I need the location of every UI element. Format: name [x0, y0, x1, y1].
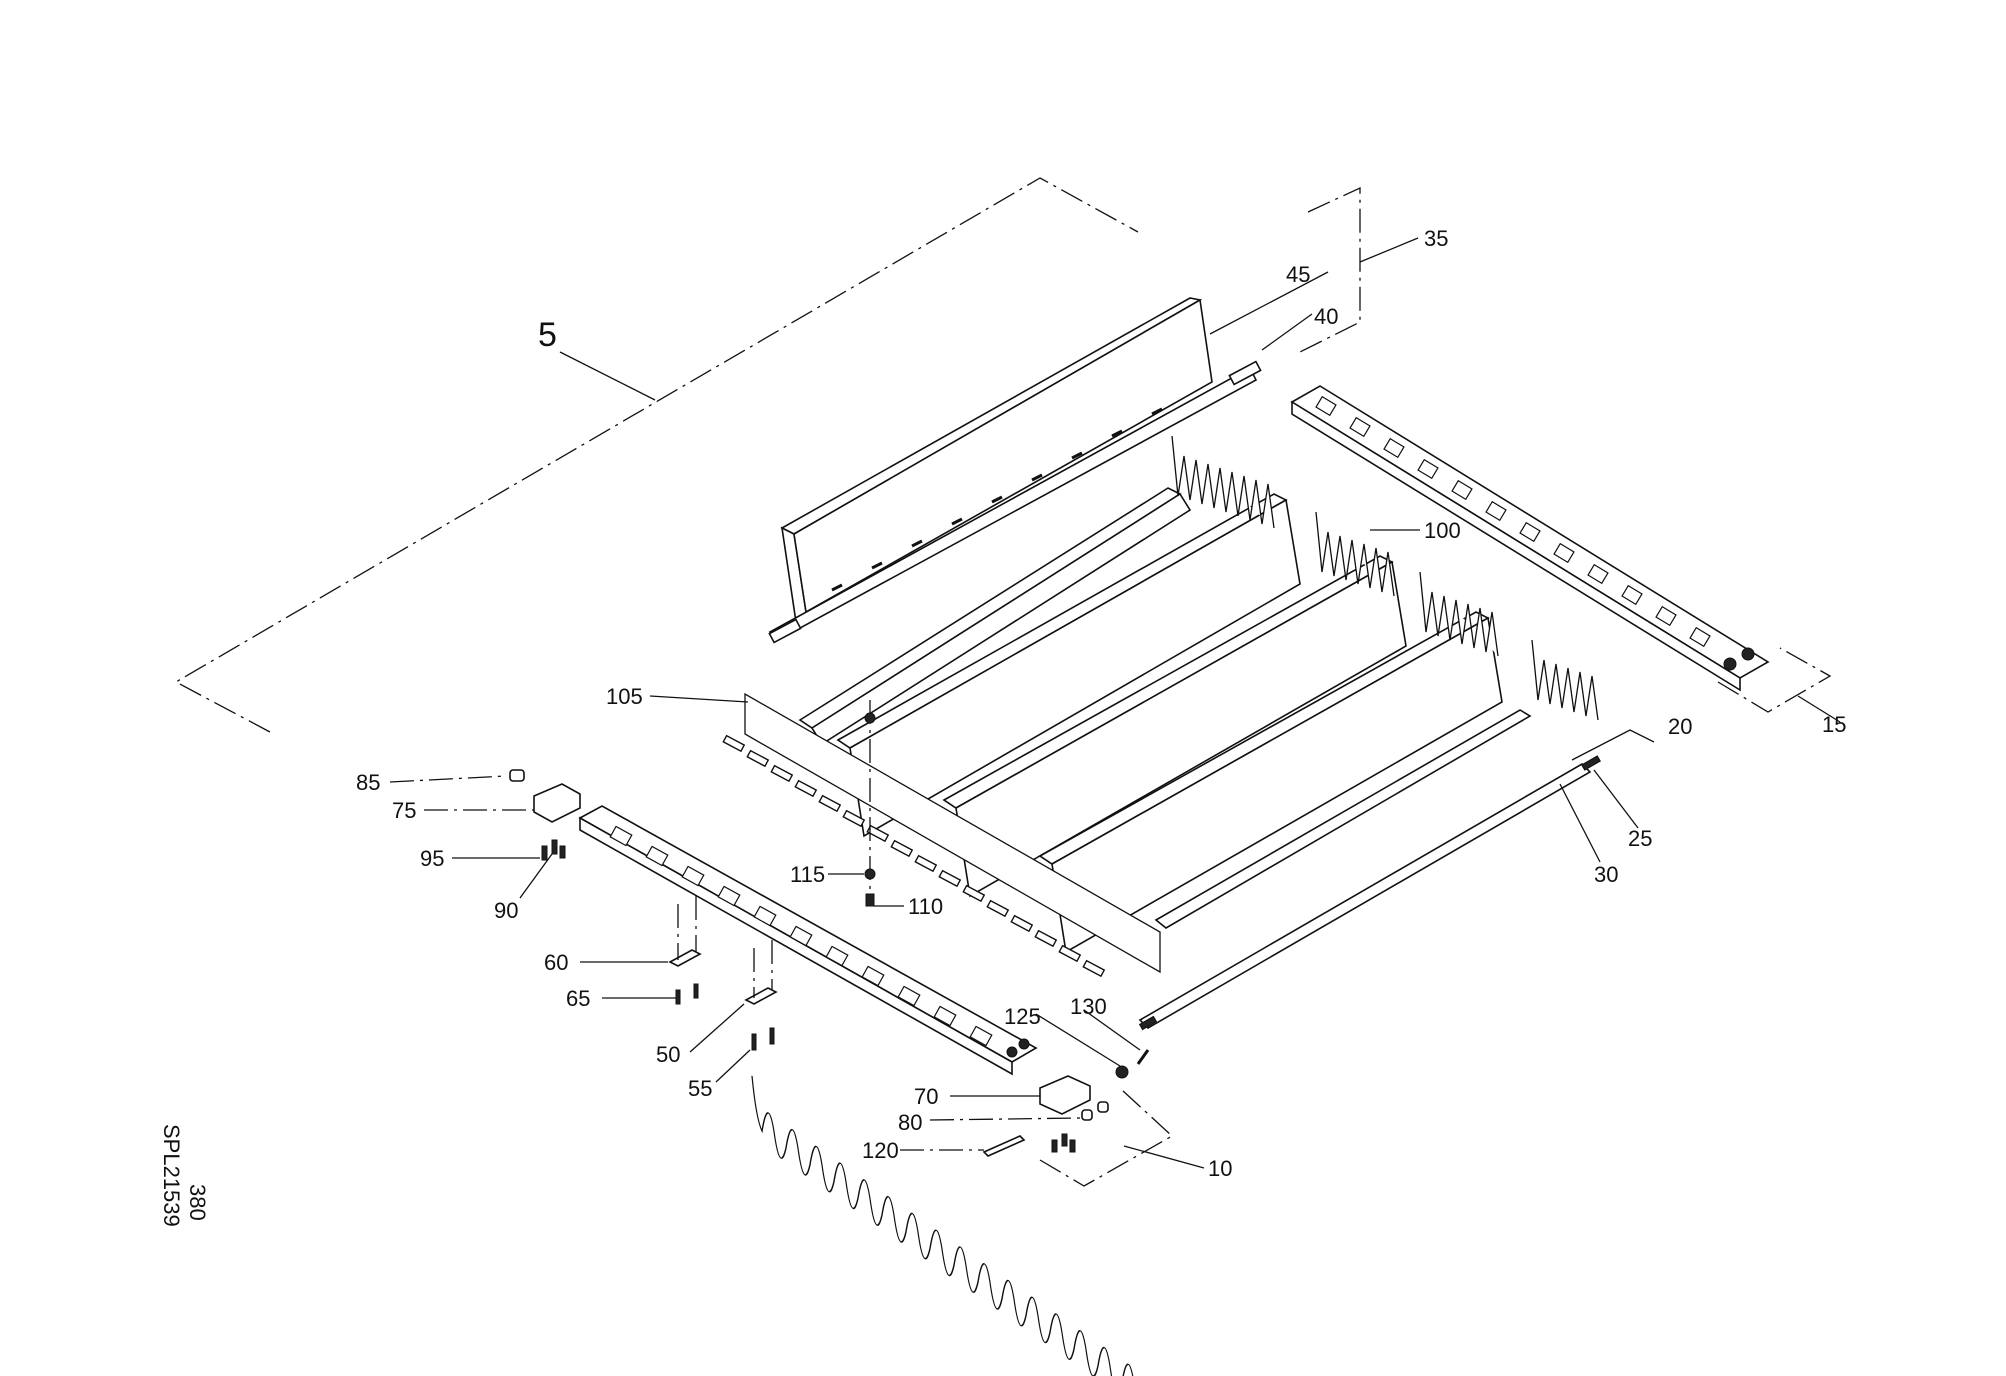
label-25: 25 — [1628, 826, 1652, 851]
drawing-ref-number: 380 — [185, 1184, 210, 1221]
label-10: 10 — [1208, 1156, 1232, 1181]
label-95: 95 — [420, 846, 444, 871]
comb-100 — [1171, 435, 1599, 721]
label-70: 70 — [914, 1084, 938, 1109]
assembly-5-outline — [174, 177, 1139, 733]
label-85: 85 — [356, 770, 380, 795]
label-115: 115 — [790, 862, 825, 887]
part-labels: 5 10 15 20 25 30 35 40 45 50 55 60 65 70… — [356, 226, 1846, 1181]
label-100: 100 — [1424, 518, 1461, 543]
label-15: 15 — [1822, 712, 1846, 737]
label-35: 35 — [1424, 226, 1448, 251]
label-55: 55 — [688, 1076, 712, 1101]
drawing-ref-code: SPL21539 — [159, 1124, 184, 1227]
tray-assembly — [722, 435, 1599, 1376]
label-30: 30 — [1594, 862, 1618, 887]
label-20: 20 — [1668, 714, 1692, 739]
leader-lines — [389, 271, 1420, 1151]
slot-holes — [831, 407, 1163, 592]
comb-105 — [744, 692, 1183, 1376]
shaft-20 — [1138, 729, 1655, 1031]
label-110: 110 — [908, 894, 943, 919]
cover-profile-45 — [768, 297, 1262, 644]
drawing-reference: 380 SPL21539 — [159, 1124, 210, 1227]
label-80: 80 — [898, 1110, 922, 1135]
label-125: 125 — [1004, 1004, 1041, 1029]
label-40: 40 — [1314, 304, 1338, 329]
hardware — [509, 700, 1205, 1187]
label-65: 65 — [566, 986, 590, 1011]
label-60: 60 — [544, 950, 568, 975]
label-45: 45 — [1286, 262, 1310, 287]
label-90: 90 — [494, 898, 518, 923]
label-5: 5 — [538, 316, 557, 354]
label-120: 120 — [862, 1138, 899, 1163]
chain-15 — [1290, 385, 1841, 723]
label-130: 130 — [1070, 994, 1107, 1019]
chain-lower — [578, 805, 1038, 1076]
label-50: 50 — [656, 1042, 680, 1067]
label-105: 105 — [606, 684, 643, 709]
label-75: 75 — [392, 798, 416, 823]
assembly-35-bracket — [1299, 186, 1419, 353]
